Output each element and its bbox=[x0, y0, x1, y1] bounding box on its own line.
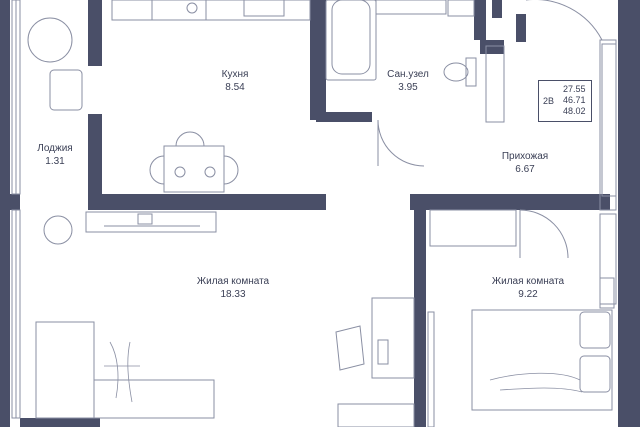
bath-counter bbox=[375, 0, 447, 15]
wall-bedroom-left bbox=[414, 194, 426, 427]
room-name: Кухня bbox=[221, 69, 249, 80]
apartment-area-box: 2В 27.55 46.71 48.02 bbox=[538, 80, 592, 122]
room-area: 6.67 bbox=[515, 164, 535, 175]
dining-chair-right bbox=[223, 155, 239, 185]
kitchen-sink bbox=[243, 0, 285, 17]
area-living: 27.55 bbox=[563, 84, 586, 94]
nightstand bbox=[599, 277, 615, 309]
bath-door-arc bbox=[377, 119, 425, 167]
room-name: Лоджия bbox=[37, 143, 73, 154]
loggia-table bbox=[27, 17, 73, 63]
toilet-bowl bbox=[443, 62, 469, 82]
wall-loggia-upper bbox=[88, 0, 102, 66]
plate-2 bbox=[204, 166, 216, 178]
right-window-lower bbox=[599, 213, 617, 305]
toilet-tank bbox=[465, 57, 477, 87]
wall-bath-right bbox=[474, 0, 486, 40]
bed bbox=[471, 309, 613, 411]
room-label-loggia: Лоджия 1.31 bbox=[37, 142, 72, 168]
person-on-sofa bbox=[104, 341, 140, 403]
wall-bath-bottom-left bbox=[316, 112, 372, 122]
kitchen-counter bbox=[111, 0, 311, 21]
area-total: 46.71 bbox=[563, 95, 586, 105]
hall-shelf bbox=[485, 45, 505, 123]
bottom-shelf bbox=[337, 403, 415, 427]
wall-bath-corner bbox=[480, 40, 504, 54]
person-sketches bbox=[104, 341, 583, 403]
room-area: 9.22 bbox=[518, 289, 538, 300]
room-name: Прихожая bbox=[501, 151, 549, 162]
wall-living-bottom bbox=[20, 418, 100, 427]
room-area: 8.54 bbox=[225, 82, 245, 93]
bathtub-inner bbox=[331, 0, 371, 75]
sofa bbox=[35, 321, 95, 419]
tv bbox=[137, 213, 153, 225]
pillow-1 bbox=[579, 311, 611, 349]
room-area: 1.31 bbox=[45, 156, 65, 167]
desk bbox=[371, 297, 415, 379]
wall-bedroom-top bbox=[410, 194, 610, 210]
wall-loggia-lower bbox=[88, 114, 102, 194]
area-with-loggia: 48.02 bbox=[563, 106, 586, 116]
room-label-kitchen: Кухня 8.54 bbox=[222, 68, 249, 94]
wall-kitchen-bath bbox=[310, 0, 326, 120]
laptop bbox=[377, 339, 389, 365]
plant bbox=[43, 215, 73, 245]
thin-lines bbox=[11, 0, 617, 427]
dining-chair-top bbox=[175, 131, 205, 147]
bathtub bbox=[325, 0, 377, 81]
room-label-living-room: Жилая комната 18.33 bbox=[197, 275, 269, 301]
hob-ring bbox=[186, 2, 198, 14]
dining-chair-left bbox=[149, 155, 165, 185]
wall-entry bbox=[516, 14, 526, 42]
room-name: Жилая комната bbox=[196, 276, 270, 287]
room-label-bedroom: Жилая комната 9.22 bbox=[492, 275, 564, 301]
room-area: 18.33 bbox=[220, 289, 246, 300]
entry-door-arc bbox=[526, 0, 603, 41]
room-area: 3.95 bbox=[398, 82, 418, 93]
desk-chair bbox=[335, 325, 365, 371]
washing-machine bbox=[447, 0, 475, 17]
apartment-code: 2В bbox=[543, 96, 555, 106]
bedroom-door-arc bbox=[519, 209, 569, 259]
wall-kitchen-bottom bbox=[88, 194, 326, 210]
loggia-chair bbox=[49, 69, 83, 111]
plate-1 bbox=[174, 166, 186, 178]
bedroom-wardrobe bbox=[429, 209, 517, 247]
hall-wardrobe bbox=[601, 43, 617, 197]
wall-left-outer bbox=[0, 0, 10, 427]
tv-unit bbox=[85, 211, 217, 233]
sofa-extension bbox=[93, 379, 215, 419]
bedroom-mirror bbox=[427, 311, 435, 427]
room-name: Сан.узел bbox=[387, 69, 429, 80]
dining-table bbox=[163, 145, 225, 193]
wall-left-horizontal bbox=[0, 194, 20, 210]
wall-right-outer bbox=[618, 0, 640, 427]
apartment-areas: 27.55 46.71 48.02 bbox=[563, 84, 586, 117]
wall-top-right-stub bbox=[492, 0, 502, 18]
room-label-bathroom: Сан.узел 3.95 bbox=[387, 68, 429, 94]
pillow-2 bbox=[579, 355, 611, 393]
person-on-bed bbox=[489, 372, 583, 393]
room-name: Жилая комната bbox=[491, 276, 565, 287]
room-label-hallway: Прихожая 6.67 bbox=[502, 150, 548, 176]
